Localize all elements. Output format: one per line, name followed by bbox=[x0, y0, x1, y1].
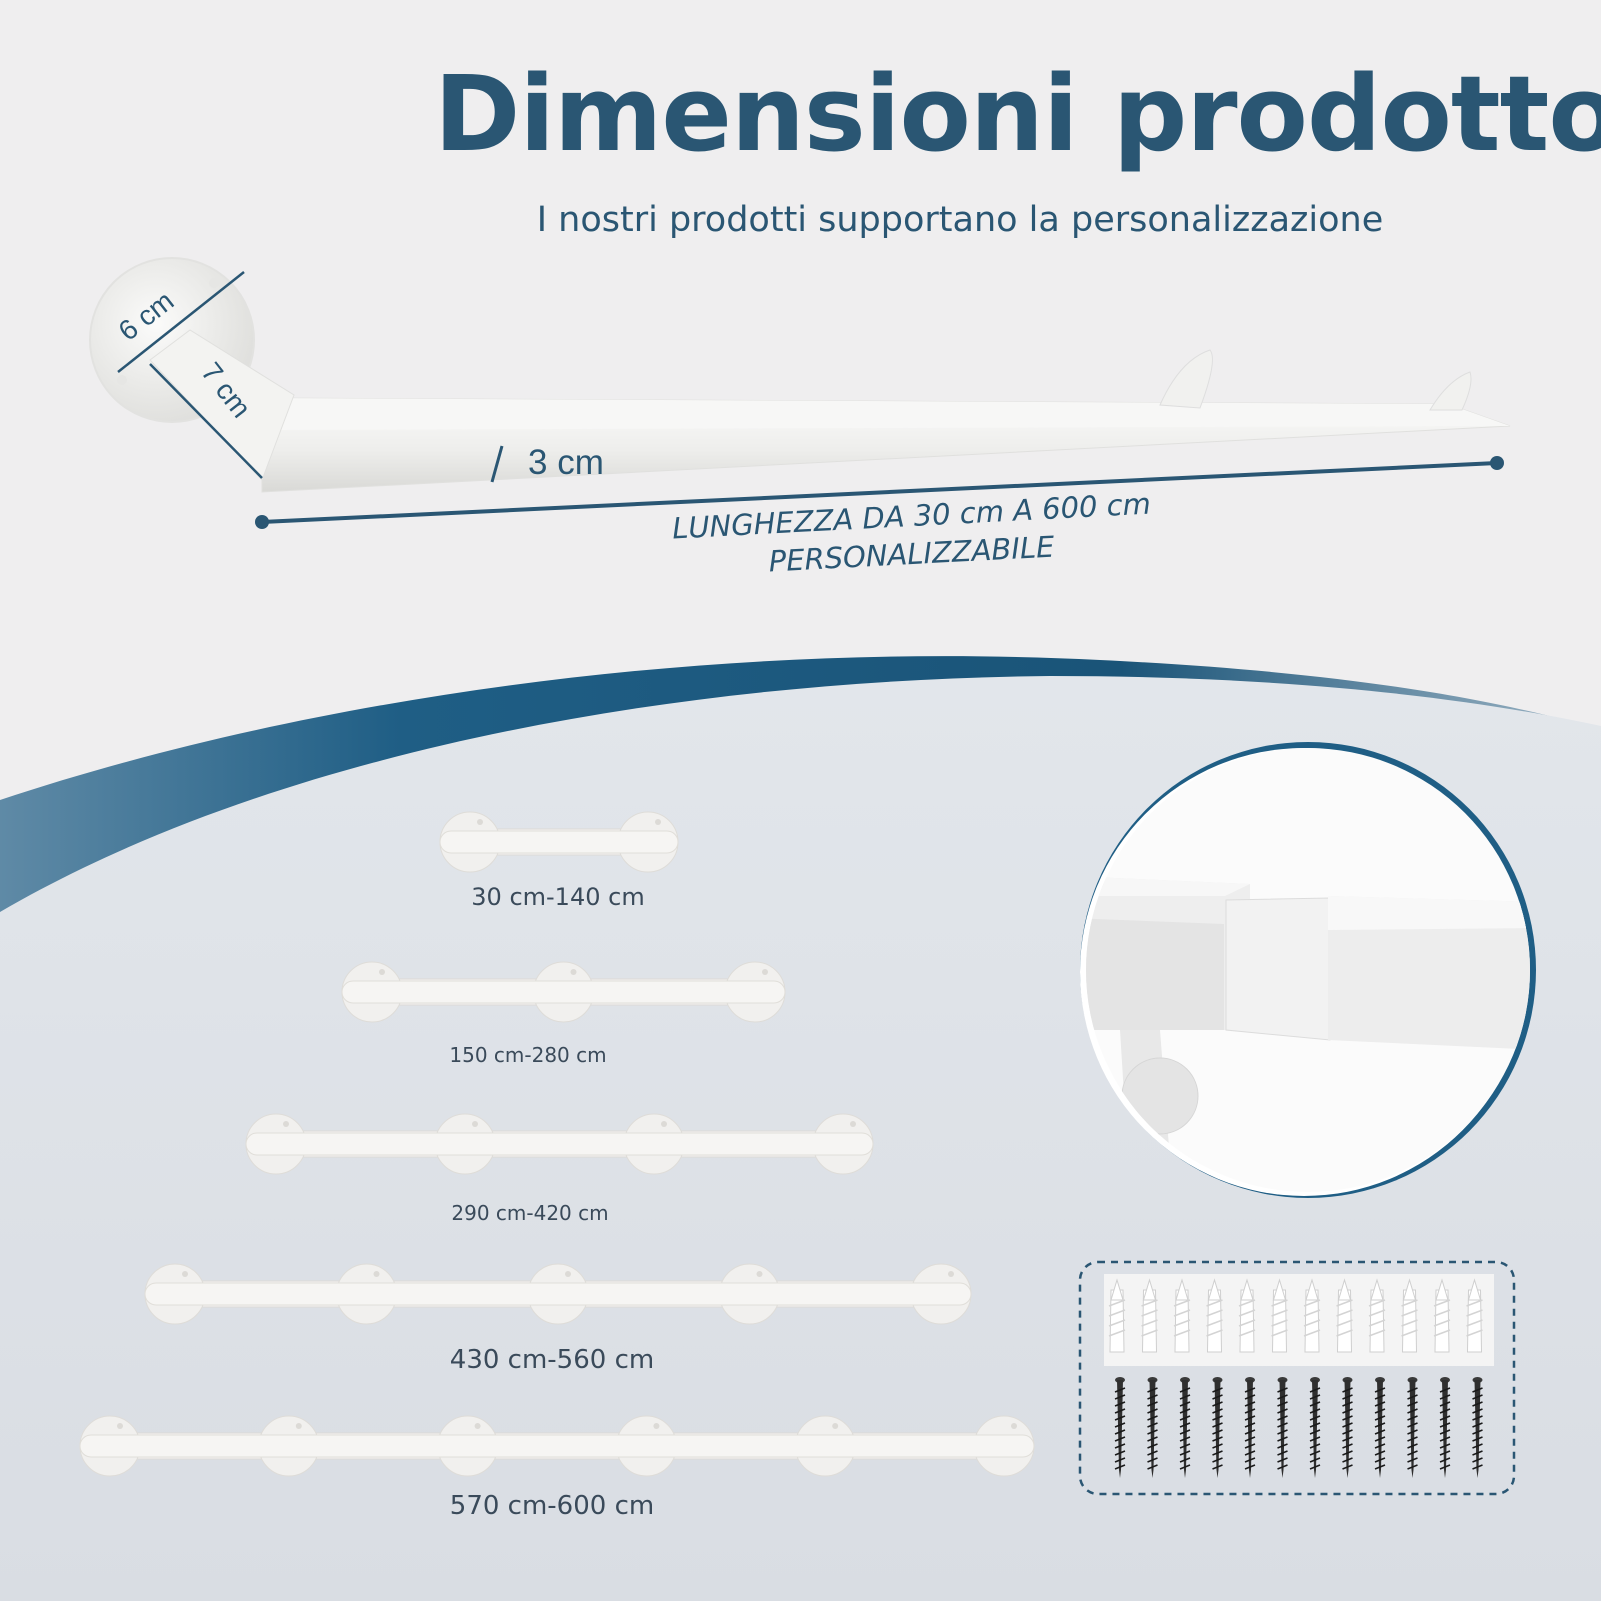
variant-3: 290 cm-420 cm bbox=[245, 1113, 874, 1225]
screws-row bbox=[1114, 1377, 1483, 1478]
dimension-lines bbox=[117, 271, 1504, 529]
variant-label: 150 cm-280 cm bbox=[449, 1043, 606, 1067]
handrail-drawing bbox=[89, 257, 1511, 493]
screw-hole bbox=[655, 819, 661, 825]
screw-hole bbox=[948, 1271, 954, 1277]
length-line bbox=[261, 461, 1498, 524]
screw-hole bbox=[756, 1271, 763, 1277]
screw bbox=[1277, 1377, 1288, 1478]
joint-detail-zoom bbox=[1080, 742, 1536, 1198]
variant-label: 430 cm-560 cm bbox=[450, 1345, 654, 1375]
screw-hole bbox=[565, 1271, 571, 1277]
screw bbox=[1472, 1377, 1483, 1478]
screw bbox=[1114, 1377, 1126, 1478]
wall-plug bbox=[1108, 1278, 1126, 1353]
page-title: Dimensioni prodotto bbox=[434, 53, 1601, 175]
screw bbox=[1407, 1377, 1418, 1478]
variant-bar-front bbox=[341, 980, 786, 1004]
screw-hole bbox=[570, 969, 577, 975]
screw bbox=[1244, 1377, 1256, 1478]
screw-hole bbox=[373, 1271, 380, 1277]
screw-hole bbox=[379, 969, 385, 975]
length-variants: 30 cm-140 cm 150 cm-280 cm 290 cm-420 cm 43… bbox=[79, 811, 1035, 1521]
screw-hole bbox=[653, 1423, 660, 1429]
variant-bar-front bbox=[439, 830, 679, 854]
wall-plug bbox=[1466, 1278, 1483, 1353]
screw-hole bbox=[1011, 1423, 1017, 1429]
screw bbox=[1212, 1377, 1223, 1478]
wall-plug bbox=[1336, 1278, 1353, 1353]
screw-hole bbox=[832, 1423, 839, 1429]
page-subtitle: I nostri prodotti supportano la personal… bbox=[536, 200, 1384, 240]
variant-2: 150 cm-280 cm bbox=[341, 961, 786, 1067]
variant-bar-front bbox=[79, 1434, 1035, 1458]
length-line-start bbox=[255, 515, 269, 529]
length-line-end bbox=[1490, 456, 1504, 470]
wall-plug bbox=[1368, 1278, 1386, 1353]
thickness-line bbox=[490, 445, 504, 483]
bar-thickness-label: 3 cm bbox=[528, 443, 604, 482]
screw-hole bbox=[661, 1121, 667, 1127]
variant-label: 570 cm-600 cm bbox=[450, 1491, 654, 1521]
wall-plug bbox=[1401, 1278, 1418, 1353]
variant-4: 430 cm-560 cm bbox=[144, 1263, 972, 1375]
screw bbox=[1179, 1377, 1191, 1478]
screw-hole bbox=[472, 1121, 478, 1127]
wall-plug bbox=[1433, 1278, 1451, 1353]
screw bbox=[1309, 1377, 1321, 1478]
plate-diameter-line bbox=[117, 271, 245, 373]
screw-hole bbox=[762, 969, 768, 975]
wall-plug bbox=[1141, 1278, 1158, 1353]
wall-plug bbox=[1303, 1278, 1321, 1353]
arm-length-line bbox=[149, 363, 263, 479]
variant-1: 30 cm-140 cm bbox=[439, 811, 679, 911]
screw-hole bbox=[474, 1423, 481, 1429]
screw-hole bbox=[850, 1121, 856, 1127]
screw bbox=[1439, 1377, 1451, 1478]
wall-plug bbox=[1173, 1278, 1191, 1353]
variant-5: 570 cm-600 cm bbox=[79, 1415, 1035, 1521]
wall-plug bbox=[1238, 1278, 1256, 1353]
screw-hole bbox=[283, 1121, 289, 1127]
variant-bar-front bbox=[144, 1282, 972, 1306]
wall-plug bbox=[1271, 1278, 1288, 1353]
variant-label: 290 cm-420 cm bbox=[451, 1201, 608, 1225]
screw-hole bbox=[477, 819, 483, 825]
screw-hole bbox=[295, 1423, 302, 1429]
screw bbox=[1147, 1377, 1158, 1478]
screw-hole bbox=[182, 1271, 188, 1277]
wall-plug bbox=[1206, 1278, 1223, 1353]
screw bbox=[1342, 1377, 1353, 1478]
variant-bar-front bbox=[245, 1132, 874, 1156]
hardware-kit bbox=[1078, 1260, 1516, 1496]
screw bbox=[1374, 1377, 1386, 1478]
wall-plugs-row bbox=[1108, 1278, 1483, 1353]
variant-label: 30 cm-140 cm bbox=[471, 883, 644, 911]
screw-hole bbox=[117, 1423, 123, 1429]
